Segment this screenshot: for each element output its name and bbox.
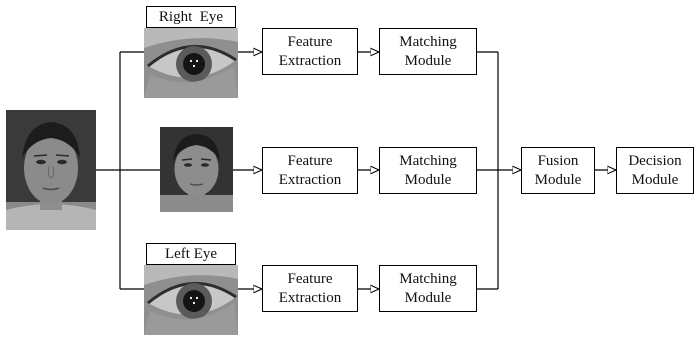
matching-module-line1: Matching <box>399 33 457 50</box>
feature-extraction-box-1: Feature Extraction <box>262 28 358 75</box>
fusion-module-line2: Module <box>534 171 582 188</box>
matching-module-line2: Module <box>404 289 452 306</box>
matching-module-line1: Matching <box>399 152 457 169</box>
matching-module-box-1: Matching Module <box>379 28 477 75</box>
decision-module-line2: Module <box>631 171 679 188</box>
right-eye-label: Right Eye <box>146 6 236 28</box>
left-eye-photo <box>144 265 238 335</box>
feature-extraction-box-2: Feature Extraction <box>262 147 358 194</box>
fusion-module-box: Fusion Module <box>521 147 595 194</box>
feature-extraction-line2: Extraction <box>278 52 342 69</box>
feature-extraction-line1: Feature <box>287 270 333 287</box>
full-face-photo <box>6 110 96 230</box>
face-photo <box>160 127 233 212</box>
feature-extraction-box-3: Feature Extraction <box>262 265 358 312</box>
feature-extraction-line1: Feature <box>287 33 333 50</box>
decision-module-line1: Decision <box>628 152 682 169</box>
feature-extraction-line1: Feature <box>287 152 333 169</box>
matching-module-box-3: Matching Module <box>379 265 477 312</box>
feature-extraction-line2: Extraction <box>278 171 342 188</box>
matching-module-box-2: Matching Module <box>379 147 477 194</box>
feature-extraction-line2: Extraction <box>278 289 342 306</box>
matching-module-line2: Module <box>404 52 452 69</box>
decision-module-box: Decision Module <box>616 147 694 194</box>
matching-module-line2: Module <box>404 171 452 188</box>
left-eye-label: Left Eye <box>146 243 236 265</box>
right-eye-photo <box>144 28 238 98</box>
matching-module-line1: Matching <box>399 270 457 287</box>
fusion-module-line1: Fusion <box>537 152 579 169</box>
